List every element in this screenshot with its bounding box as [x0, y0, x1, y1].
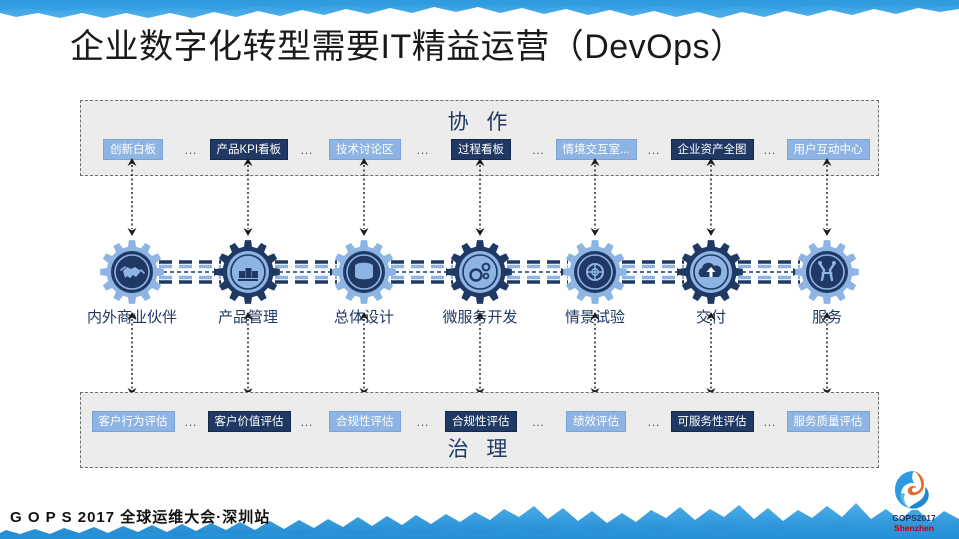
pipeline-node-label: 交付 [695, 309, 726, 326]
gov-chip[interactable]: 合规性评估 [329, 410, 401, 432]
gov-chip[interactable]: 绩效评估 [566, 410, 626, 432]
gops-logo-city: Shenzhen [893, 523, 935, 533]
pipeline-node-情景试验[interactable] [555, 232, 635, 312]
pipeline-node-服务[interactable] [787, 232, 867, 312]
collaboration-chip-row: 创新白板 … 产品KPI看板 … 技术讨论区 … 过程看板 … 情境交互室... … 企业资产全图 …… [81, 138, 880, 160]
pipeline-node-label: 内外商业伙伴 [86, 309, 177, 326]
devops-pipeline [80, 232, 879, 312]
gov-chip[interactable]: 客户价值评估 [207, 410, 291, 432]
gov-chip[interactable]: 服务质量评估 [786, 410, 870, 432]
collab-chip-separator: … [531, 141, 546, 157]
slide-title: 企业数字化转型需要IT精益运营（DevOps） [70, 28, 745, 66]
gov-chip-separator: … [300, 413, 314, 429]
governance-panel: 客户行为评估 … 客户价值评估 … 合规性评估 … 合规性评估 … 绩效评估 … 可服务性评估 … 服务… [80, 392, 879, 468]
collab-chip-separator: … [647, 141, 661, 157]
governance-chip-row: 客户行为评估 … 客户价值评估 … 合规性评估 … 合规性评估 … 绩效评估 … 可服务性评估 … 服务… [81, 410, 880, 432]
collab-chip[interactable]: 用户互动中心 [786, 138, 870, 160]
collab-chip[interactable]: 技术讨论区 [329, 138, 401, 160]
pipeline-node-交付[interactable] [671, 232, 751, 312]
pipeline-node-label: 服务 [811, 309, 842, 326]
gops-logo-mark [894, 470, 934, 510]
pipeline-node-label: 产品管理 [217, 309, 278, 326]
pipeline-node-label: 总体设计 [333, 309, 394, 326]
gov-chip[interactable]: 可服务性评估 [670, 410, 754, 432]
gov-chip[interactable]: 合规性评估 [445, 410, 517, 432]
top-brush-banner [0, 0, 959, 26]
gov-chip-separator: … [763, 413, 777, 429]
collaboration-panel: 协 作 创新白板 … 产品KPI看板 … 技术讨论区 … 过程看板 … 情境交互室... … 企业资… [80, 100, 879, 176]
collab-chip[interactable]: 产品KPI看板 [209, 138, 289, 160]
collab-chip[interactable]: 过程看板 [451, 138, 511, 160]
gops-logo: GOPS2017 Shenzhen [877, 469, 951, 533]
gov-chip[interactable]: 客户行为评估 [91, 410, 175, 432]
collab-chip[interactable]: 创新白板 [103, 138, 163, 160]
gov-chip-separator: … [184, 413, 198, 429]
conference-footer: G O P S 2017 全球运维大会·深圳站 [10, 509, 271, 526]
gov-chip-separator: … [531, 413, 546, 429]
pipeline-belt [80, 232, 879, 312]
pipeline-node-微服务开发[interactable] [440, 232, 520, 312]
pipeline-node-产品管理[interactable] [208, 232, 288, 312]
pipeline-node-label: 微服务开发 [442, 309, 518, 326]
collaboration-panel-label: 协 作 [447, 111, 514, 134]
collab-chip-separator: … [184, 141, 198, 157]
collab-chip-separator: … [416, 141, 430, 157]
pipeline-node-内外商业伙伴[interactable] [92, 232, 172, 312]
collab-chip[interactable]: 企业资产全图 [670, 138, 754, 160]
gov-chip-separator: … [416, 413, 430, 429]
collab-chip-separator: … [763, 141, 777, 157]
collab-chip-separator: … [300, 141, 314, 157]
pipeline-node-label: 情景试验 [564, 309, 625, 326]
gov-chip-separator: … [647, 413, 661, 429]
collab-chip[interactable]: 情境交互室... [555, 138, 637, 160]
gops-logo-year: GOPS2017 [892, 513, 936, 523]
pipeline-node-总体设计[interactable] [324, 232, 404, 312]
governance-panel-label: 治 理 [447, 438, 514, 461]
